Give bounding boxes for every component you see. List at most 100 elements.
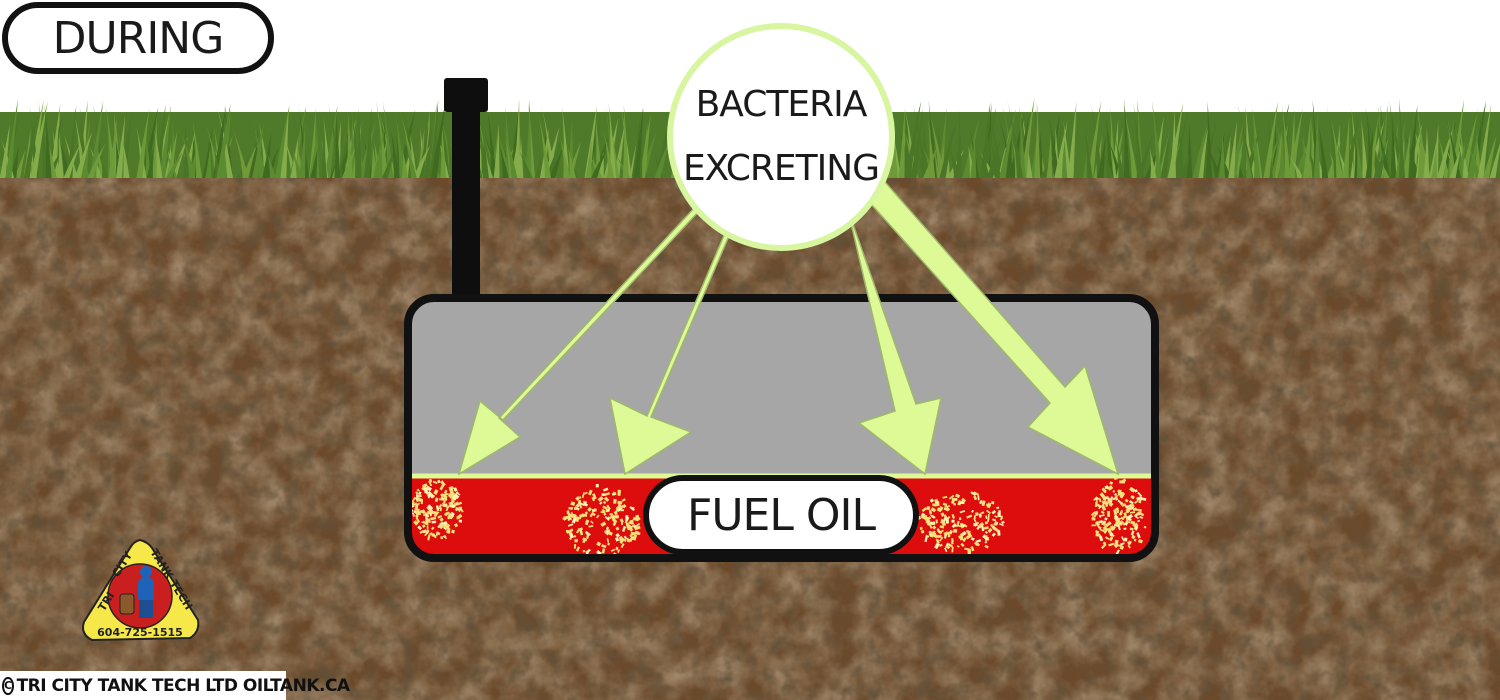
bacteria-speck [566, 529, 571, 535]
grass-blade [1160, 126, 1171, 178]
grass-blade [1034, 101, 1041, 178]
grass-blade [1282, 105, 1291, 178]
bacteria-speck [921, 506, 928, 513]
grass-blade [429, 99, 439, 178]
grass-blade [230, 124, 249, 178]
bacteria-speck [591, 496, 596, 502]
bacteria-speck [984, 540, 988, 544]
bacteria-speck [431, 526, 435, 531]
bacteria-speck [1098, 504, 1102, 510]
bacteria-speck [433, 535, 437, 539]
bacteria-speck [959, 535, 964, 541]
bacteria-speck [975, 542, 979, 546]
bacteria-speck [607, 516, 611, 520]
bacteria-speck [417, 525, 423, 531]
grass-blade [363, 108, 372, 178]
grass-blade [1365, 127, 1374, 178]
bacteria-speck [957, 500, 962, 506]
bacteria-speck [925, 534, 930, 538]
bacteria-speck [1123, 537, 1128, 542]
grass-blade [910, 109, 924, 178]
bacteria-speck [588, 489, 593, 496]
bacteria-speck [451, 498, 455, 503]
bacteria-speck [1119, 545, 1125, 550]
bacteria-speck [584, 522, 589, 526]
bacteria-speck [416, 488, 420, 492]
grass-blade [585, 140, 592, 178]
fuel-oil-label-text: FUEL OIL [687, 489, 876, 541]
bacteria-speck [443, 498, 448, 503]
bacteria-speck [944, 534, 947, 539]
bacteria-speck [943, 517, 947, 522]
bacteria-speck [425, 519, 429, 526]
grass-blade [1342, 114, 1350, 178]
grass-blade [178, 125, 196, 178]
bacteria-speck [936, 535, 942, 538]
bacteria-speck [1129, 527, 1134, 531]
bacteria-speck [1108, 501, 1114, 507]
grass-blade [1456, 140, 1466, 178]
bacteria-speck [1093, 510, 1099, 516]
grass-blade [154, 129, 163, 178]
bacteria-speck [1094, 496, 1099, 501]
bacteria-speck [596, 541, 602, 547]
grass-blade [1303, 115, 1311, 178]
bacteria-speck [449, 490, 456, 497]
bacteria-speck [419, 509, 425, 513]
fuel-oil-label: FUEL OIL [643, 475, 919, 555]
bacteria-speck [459, 506, 464, 513]
bacteria-speck [1130, 530, 1135, 536]
bacteria-speck [435, 505, 440, 512]
bacteria-speck [961, 522, 966, 528]
bacteria-speck [1126, 518, 1129, 524]
bacteria-speck [975, 539, 982, 543]
grass-blade [636, 107, 643, 178]
bacteria-speck [1113, 517, 1118, 522]
bacteria-speck [973, 517, 978, 524]
grass-blade [1067, 101, 1077, 178]
bacteria-speck [569, 537, 572, 541]
grass-blade [151, 114, 158, 178]
bacteria-speck [581, 492, 585, 499]
bacteria-speck [940, 518, 944, 524]
grass-blade [1019, 105, 1026, 178]
bacteria-speck [625, 522, 632, 529]
grass-blade [927, 118, 936, 178]
copyright-symbol: C [2, 676, 14, 695]
bacteria-speck [1123, 527, 1127, 531]
grass-blade [549, 145, 564, 178]
grass-blade [1105, 116, 1114, 178]
grass-blade [927, 104, 945, 178]
bacteria-speck [1105, 521, 1112, 528]
grass-blade [290, 145, 303, 178]
bacteria-speck [924, 535, 928, 543]
bacteria-speck [951, 523, 957, 528]
bacteria-speck [1113, 543, 1119, 549]
bacteria-speck [615, 533, 620, 538]
bacteria-speck [965, 529, 971, 534]
logo-figure-head [140, 566, 152, 578]
bacteria-speck [1108, 542, 1115, 547]
grass-blade [1046, 134, 1053, 178]
bacteria-speck [951, 538, 954, 543]
bacteria-speck [629, 506, 635, 512]
bacteria-speck [1091, 524, 1097, 527]
grass-blade [99, 152, 109, 178]
grass-blade [402, 130, 417, 178]
bacteria-speck [985, 515, 988, 519]
bacteria-speck [931, 532, 937, 537]
bacteria-speck [967, 548, 972, 553]
grass-blade [57, 132, 71, 178]
grass-blade [192, 119, 203, 178]
bacteria-speck [621, 504, 625, 509]
grass-blade [1179, 152, 1191, 178]
bacteria-speck [604, 492, 611, 497]
bacteria-speck [1104, 517, 1108, 521]
bacteria-speck [1127, 544, 1131, 549]
bacteria-speck [1104, 496, 1108, 503]
bacteria-speck [440, 493, 445, 498]
bacteria-speck [620, 509, 625, 512]
bacteria-speck [961, 497, 967, 503]
grass-blade [487, 108, 497, 178]
